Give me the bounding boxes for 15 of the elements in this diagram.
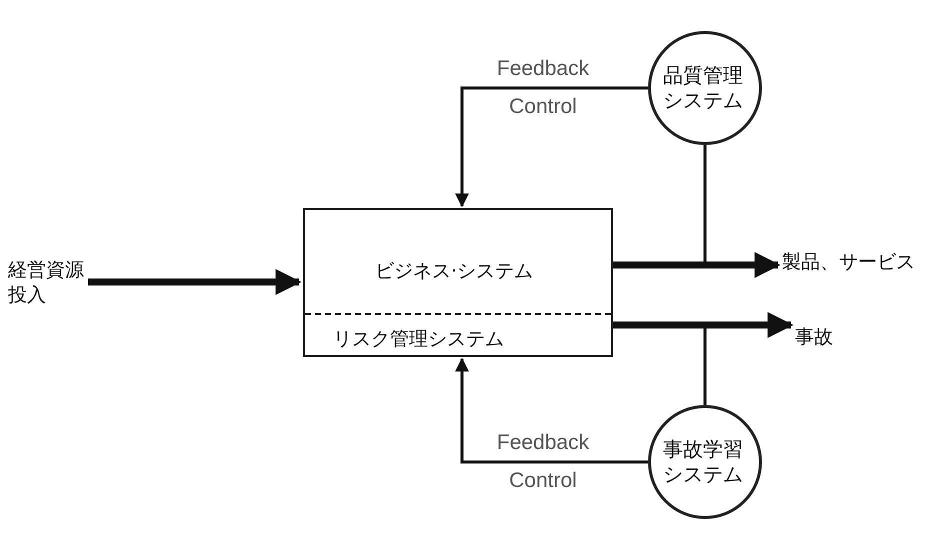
circle-label: 品質管理システム — [663, 63, 744, 113]
box-label: リスク管理システム — [333, 327, 504, 352]
arrow — [455, 358, 648, 464]
arrow — [613, 252, 781, 278]
arrow — [455, 86, 648, 208]
flow-label: 経営資源投入 — [8, 258, 88, 308]
arrow — [613, 312, 794, 338]
arrow — [88, 269, 302, 295]
flow-label: 製品、サービス — [782, 250, 942, 275]
edge-label: Feedback Control — [496, 56, 590, 120]
edge-label: Feedback Control — [496, 430, 590, 494]
circle-label: 事故学習システム — [663, 437, 744, 487]
box-label: ビジネス·システム — [375, 259, 534, 284]
system-box — [303, 208, 613, 357]
flow-label: 事故 — [795, 325, 845, 350]
